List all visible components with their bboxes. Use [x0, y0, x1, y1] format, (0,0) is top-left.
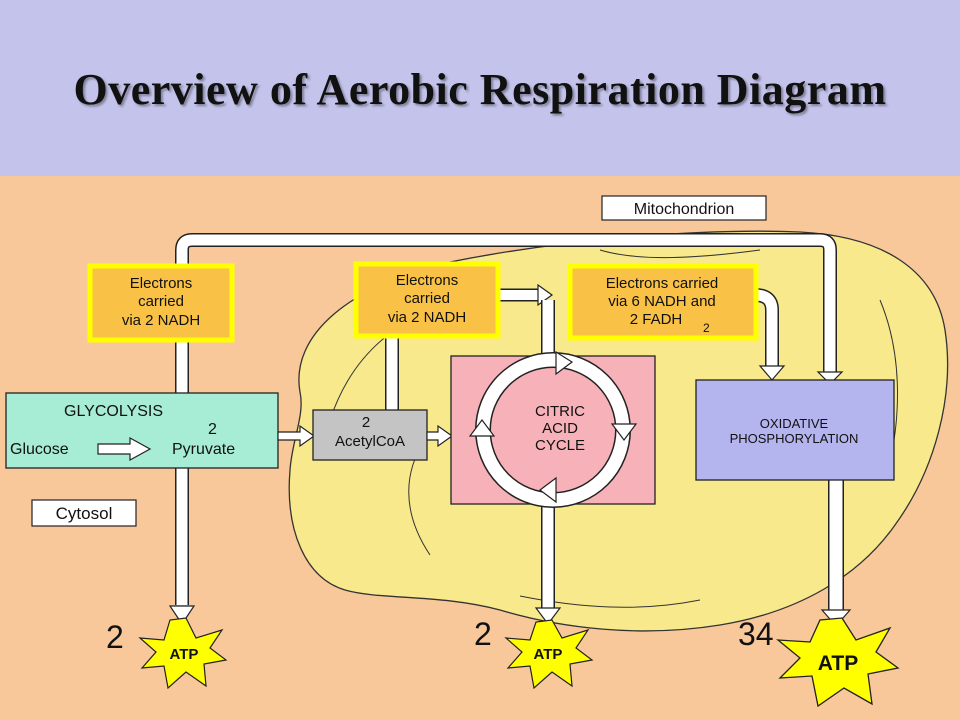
electron-right-line2: via 6 NADH and — [608, 293, 716, 310]
acetylcoa-box — [312, 409, 428, 461]
cytosol-label-box — [31, 499, 137, 527]
atp-yield-glycolysis: ATP 2 — [106, 617, 228, 690]
acetylcoa-label: AcetylCoA — [335, 433, 405, 450]
atp-yield-citric-cycle: ATP 2 — [474, 616, 594, 690]
atp-star — [138, 617, 228, 690]
glycolysis-atp-arrow — [168, 605, 196, 626]
cycle-arrowhead-top — [555, 350, 574, 376]
electron-left-line2: carried — [138, 293, 184, 310]
mitochondrion-label: Mitochondrion — [634, 201, 735, 218]
oxphos-box — [695, 379, 895, 481]
page-title: Overview of Aerobic Respiration Diagram — [73, 65, 887, 114]
electron-right-line3: 2 FADH — [630, 311, 683, 328]
atp-label: ATP — [818, 652, 858, 675]
cycle-arrowhead-right — [610, 423, 638, 441]
oxphos-input-arrow — [816, 371, 844, 385]
cycle-arrowhead-left — [468, 419, 496, 437]
electron-left-line3: via 2 NADH — [122, 312, 200, 329]
electron-middle-line1: Electrons — [396, 272, 459, 289]
acetylcoa-to-cycle-arrow — [426, 424, 454, 448]
cycle-arrowhead-bottom — [539, 476, 557, 504]
title-band — [0, 0, 960, 176]
electron-middle-line2: carried — [404, 290, 450, 307]
atp-yield-oxphos: ATP 34 — [738, 616, 900, 708]
electron-box-left — [87, 263, 235, 343]
electron-box-right — [567, 263, 759, 341]
acetylcoa-count: 2 — [362, 414, 370, 431]
glycolysis-box — [5, 392, 279, 469]
atp-count: 34 — [738, 616, 774, 652]
electron-left-line1: Electrons — [130, 275, 193, 292]
cycle-atp-arrow — [534, 607, 562, 625]
glycolysis-count: 2 — [208, 421, 217, 438]
respiration-diagram: Mitochondrion GLYCOLYSIS 2 Glucose Pyruv… — [0, 176, 960, 720]
oxphos-line1: OXIDATIVE — [760, 416, 829, 431]
citric-cycle-line2: ACID — [542, 420, 578, 437]
atp-star — [776, 617, 900, 708]
atp-count: 2 — [474, 616, 492, 652]
glucose-pyruvate-arrow — [97, 436, 152, 462]
glycolysis-title: GLYCOLYSIS — [64, 403, 163, 420]
atp-label: ATP — [170, 646, 199, 663]
electron-box-middle — [353, 261, 501, 339]
electron-right-subscript: 2 — [703, 321, 710, 335]
glycolysis-input: Glucose — [10, 441, 69, 458]
cytosol-label: Cytosol — [56, 504, 113, 523]
glycolysis-output: Pyruvate — [172, 441, 235, 458]
oxphos-line2: PHOSPHORYLATION — [730, 431, 859, 446]
electron-middle-line3: via 2 NADH — [388, 309, 466, 326]
citric-cycle-line1: CITRIC — [535, 403, 585, 420]
atp-star — [504, 619, 594, 690]
glycolysis-to-acetylcoa-arrow — [277, 424, 316, 448]
atp-label: ATP — [534, 646, 563, 663]
electron-right-line1: Electrons carried — [606, 275, 719, 292]
atp-count: 2 — [106, 619, 124, 655]
citric-cycle-line3: CYCLE — [535, 437, 585, 454]
mitochondrion-label-box — [601, 195, 767, 221]
